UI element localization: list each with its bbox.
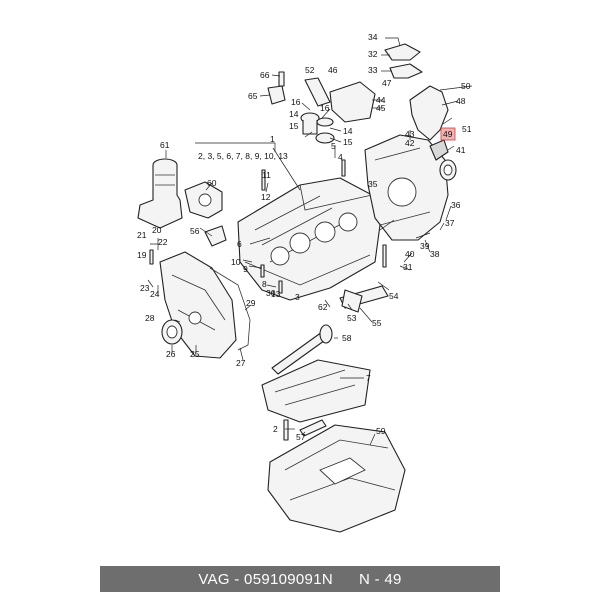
callout-14a: 14 (289, 109, 299, 119)
callout-11: 11 (262, 170, 271, 180)
callout-28: 28 (145, 313, 155, 323)
callout-29: 29 (246, 298, 256, 308)
callout-50: 50 (461, 81, 471, 91)
callout-21: 21 (137, 230, 147, 240)
callout-48: 48 (456, 96, 466, 106)
callout-61: 61 (160, 140, 170, 150)
callout-19: 19 (137, 250, 147, 260)
callout-15b: 15 (343, 137, 353, 147)
callout-22: 22 (158, 237, 168, 247)
callout-25: 25 (190, 349, 200, 359)
callout-65: 65 (248, 91, 258, 101)
callout-58: 58 (342, 333, 352, 343)
pressure-sensor (267, 71, 286, 105)
callout-47: 47 (382, 78, 392, 88)
callout-40: 40 (405, 249, 415, 259)
timing-cover-gasket (209, 267, 251, 351)
highlight-box-49 (440, 127, 456, 141)
callout-20: 20 (152, 225, 162, 235)
callout-14b: 14 (343, 126, 353, 136)
callout-53: 53 (347, 313, 357, 323)
callout-3: 3 (295, 292, 300, 302)
bedplate (261, 359, 371, 423)
callout-32: 32 (368, 49, 378, 59)
callout-62: 62 (318, 302, 328, 312)
shaft-seal (161, 319, 183, 345)
callout-4: 4 (338, 152, 343, 162)
callout-38: 38 (430, 249, 440, 259)
callout-6: 6 (237, 239, 242, 249)
callout-45: 45 (376, 103, 386, 113)
callout-34: 34 (368, 32, 378, 42)
callout-10: 10 (231, 257, 241, 267)
callout-51: 51 (462, 124, 472, 134)
baffle-bracket (341, 289, 363, 313)
callout-41: 41 (456, 145, 466, 155)
callout-16b: 16 (320, 103, 330, 113)
oil-pump (184, 181, 223, 219)
callout-labels: 1 2, 3, 5, 6, 7, 8, 9, 10, 13 4 11 12 61… (137, 32, 472, 442)
upper-cover (409, 85, 449, 141)
callout-59: 59 (376, 426, 386, 436)
callout-26: 26 (166, 349, 176, 359)
callout-49: 49 (443, 129, 453, 139)
callout-39: 39 (420, 241, 430, 251)
bedplate-bolt (283, 419, 289, 441)
leader-lines (147, 37, 473, 446)
callout-16a: 16 (291, 97, 301, 107)
callout-57: 57 (296, 432, 306, 442)
oil-filter-housing (137, 158, 183, 229)
callout-36: 36 (451, 200, 461, 210)
part-number-label: VAG - 059109091N (198, 570, 333, 588)
cover-part-49 (429, 139, 449, 161)
part-footer-bar: VAG - 059109091N N - 49 (100, 566, 500, 592)
oil-pan (267, 424, 406, 533)
callout-56: 56 (190, 226, 200, 236)
oil-filler-neck (300, 112, 320, 135)
callout-52: 52 (305, 65, 315, 75)
callout-13: 13 (271, 289, 281, 299)
cover-seal (439, 159, 457, 181)
dipstick-tube (271, 324, 333, 375)
callout-30: 30 (266, 288, 276, 298)
callout-27: 27 (236, 358, 246, 368)
callout-35: 35 (368, 179, 378, 189)
callout-7: 7 (366, 373, 371, 383)
small-bolts (149, 159, 387, 294)
callout-43: 43 (405, 129, 415, 139)
breather-pipe (304, 77, 331, 107)
oil-filler-cap (315, 117, 335, 144)
callout-23: 23 (140, 283, 150, 293)
callout-54: 54 (389, 291, 399, 301)
callout-42: 42 (405, 138, 415, 148)
callout-8: 8 (262, 279, 267, 289)
callout-31: 31 (403, 262, 413, 272)
position-label: N - 49 (358, 570, 402, 588)
callout-1: 1 (270, 134, 275, 144)
timing-cover-right (364, 134, 449, 241)
callout-15a: 15 (289, 121, 299, 131)
callout-55: 55 (372, 318, 382, 328)
callout-5: 5 (331, 141, 336, 151)
valley-plate (329, 81, 376, 123)
callout-2: 2 (273, 424, 278, 434)
exploded-parts-diagram: 1 2, 3, 5, 6, 7, 8, 9, 10, 13 4 11 12 61… (137, 32, 473, 533)
lower-bracket (389, 63, 423, 79)
callout-12: 12 (261, 192, 271, 202)
engine-block (237, 177, 381, 301)
callout-1-list: 2, 3, 5, 6, 7, 8, 9, 10, 13 (198, 151, 288, 161)
callout-37: 37 (445, 218, 455, 228)
upper-bracket (384, 43, 421, 61)
callout-33: 33 (368, 65, 378, 75)
callout-46: 46 (328, 65, 338, 75)
callout-44: 44 (376, 95, 386, 105)
mounting-bracket (204, 225, 227, 247)
callout-9: 9 (243, 264, 248, 274)
callout-24: 24 (150, 289, 160, 299)
callout-60: 60 (207, 178, 217, 188)
callout-66: 66 (260, 70, 270, 80)
